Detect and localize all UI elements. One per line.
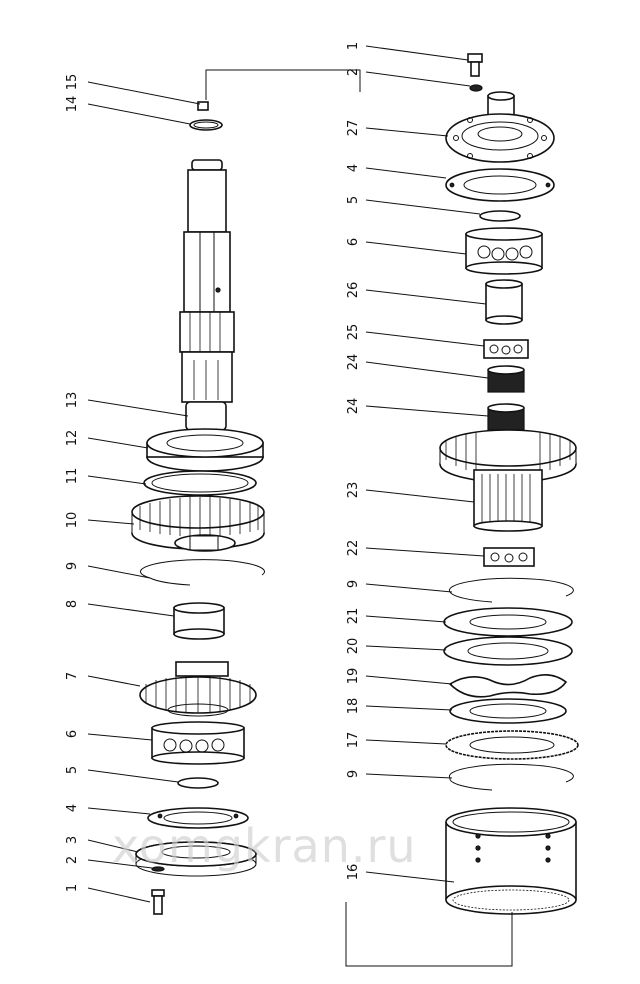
label-15: 15 xyxy=(65,74,80,91)
part-9-snap-ring-right-upper xyxy=(448,577,574,603)
label-21: 21 xyxy=(346,608,361,625)
part-21-friction-disc xyxy=(443,607,573,637)
part-8-sleeve xyxy=(173,602,225,640)
part-10-gear xyxy=(131,495,265,552)
leader-bracket-top xyxy=(205,69,361,100)
label-25: 25 xyxy=(346,324,361,341)
label-1-left: 1 xyxy=(65,884,80,892)
part-27-cover xyxy=(445,91,555,163)
part-17-friction-disc xyxy=(445,730,579,760)
label-1-right: 1 xyxy=(346,42,361,50)
part-4-gasket-right xyxy=(445,168,555,202)
label-18: 18 xyxy=(346,698,361,715)
part-14-ring xyxy=(189,119,223,131)
part-1-bolt-left xyxy=(151,889,165,915)
label-10: 10 xyxy=(65,512,80,529)
label-8: 8 xyxy=(65,600,80,608)
label-9-right-lower: 9 xyxy=(346,770,361,778)
part-2-washer-right xyxy=(469,84,483,92)
label-7: 7 xyxy=(65,672,80,680)
label-24-b: 24 xyxy=(346,398,361,415)
part-7-gear xyxy=(139,661,257,717)
part-25-bearing xyxy=(483,339,529,359)
part-1-bolt-right xyxy=(467,53,483,77)
label-4-left: 4 xyxy=(65,804,80,812)
label-5-left: 5 xyxy=(65,766,80,774)
label-16: 16 xyxy=(346,864,361,881)
label-6-right: 6 xyxy=(346,238,361,246)
main-shaft xyxy=(179,159,235,431)
part-19-wave-spring xyxy=(448,674,568,698)
label-23: 23 xyxy=(346,482,361,499)
leader-lines xyxy=(87,45,489,903)
label-4-right: 4 xyxy=(346,164,361,172)
label-6-left: 6 xyxy=(65,730,80,738)
part-3-flange xyxy=(135,841,257,877)
label-20: 20 xyxy=(346,638,361,655)
part-9-snap-ring-left xyxy=(140,559,265,586)
label-5-right: 5 xyxy=(346,196,361,204)
part-11-ring xyxy=(143,470,257,496)
part-9-snap-ring-right-lower xyxy=(448,763,574,791)
part-24-needle-bearing-b xyxy=(487,403,525,431)
label-2-right: 2 xyxy=(346,68,361,76)
label-19: 19 xyxy=(346,668,361,685)
label-9-right-upper: 9 xyxy=(346,580,361,588)
part-2-washer-left xyxy=(151,866,165,872)
label-3: 3 xyxy=(65,836,80,844)
part-4-gasket-left xyxy=(147,807,249,829)
part-12-bearing xyxy=(146,428,264,472)
part-18-disc xyxy=(449,698,567,724)
label-11: 11 xyxy=(65,468,80,485)
label-14: 14 xyxy=(65,96,80,113)
part-24-needle-bearing-a xyxy=(487,365,525,393)
label-26: 26 xyxy=(346,282,361,299)
part-22-bearing xyxy=(483,547,535,567)
part-20-disc xyxy=(443,636,573,666)
callout-labels: 1 2 27 4 5 6 26 25 24 24 23 22 9 21 20 1… xyxy=(65,42,361,892)
label-22: 22 xyxy=(346,540,361,557)
label-2-left: 2 xyxy=(65,856,80,864)
part-26-sleeve xyxy=(485,279,523,325)
part-15-pin xyxy=(197,101,209,111)
label-27: 27 xyxy=(346,120,361,137)
label-24-a: 24 xyxy=(346,354,361,371)
part-5-ring-right xyxy=(479,210,521,222)
label-12: 12 xyxy=(65,430,80,447)
part-23-gear xyxy=(439,429,577,532)
watermark-text: xomgkran.ru xyxy=(112,819,417,873)
leader-bracket-bottom xyxy=(345,902,513,967)
part-5-ring-left xyxy=(177,777,219,789)
part-16-drum xyxy=(445,807,577,915)
label-17: 17 xyxy=(346,732,361,749)
label-9-left: 9 xyxy=(65,562,80,570)
part-6-bearing-left xyxy=(151,721,245,765)
part-6-bearing-right xyxy=(465,227,543,275)
label-13: 13 xyxy=(65,392,80,409)
